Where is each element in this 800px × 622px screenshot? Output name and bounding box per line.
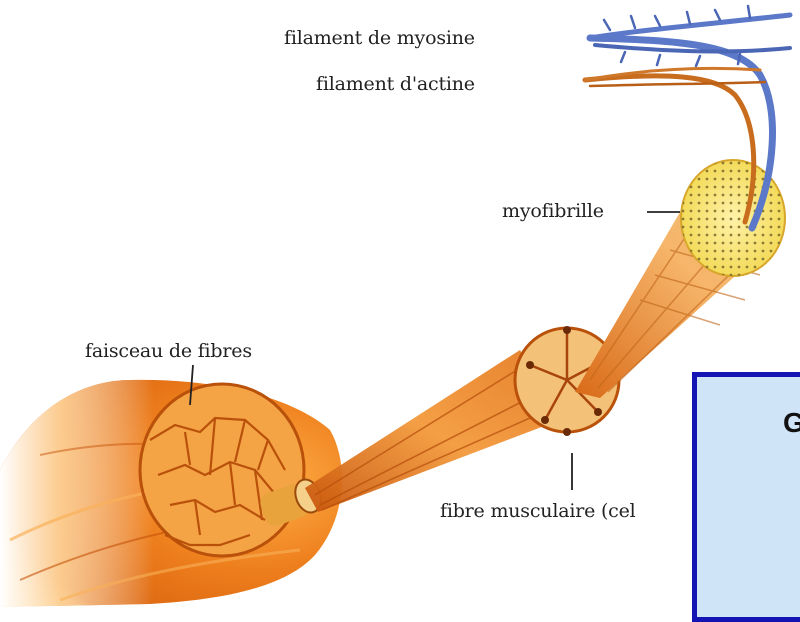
label-myosin: filament de myosine xyxy=(284,27,475,49)
label-myofibril: myofibrille xyxy=(502,200,604,222)
label-actin: filament d'actine xyxy=(316,73,475,95)
label-bundle: faisceau de fibres xyxy=(85,340,252,362)
info-box: G xyxy=(692,372,800,622)
info-box-text: G xyxy=(783,407,800,439)
label-fiber: fibre musculaire (cel xyxy=(440,500,636,522)
muscle-bundle-shape xyxy=(0,380,342,607)
